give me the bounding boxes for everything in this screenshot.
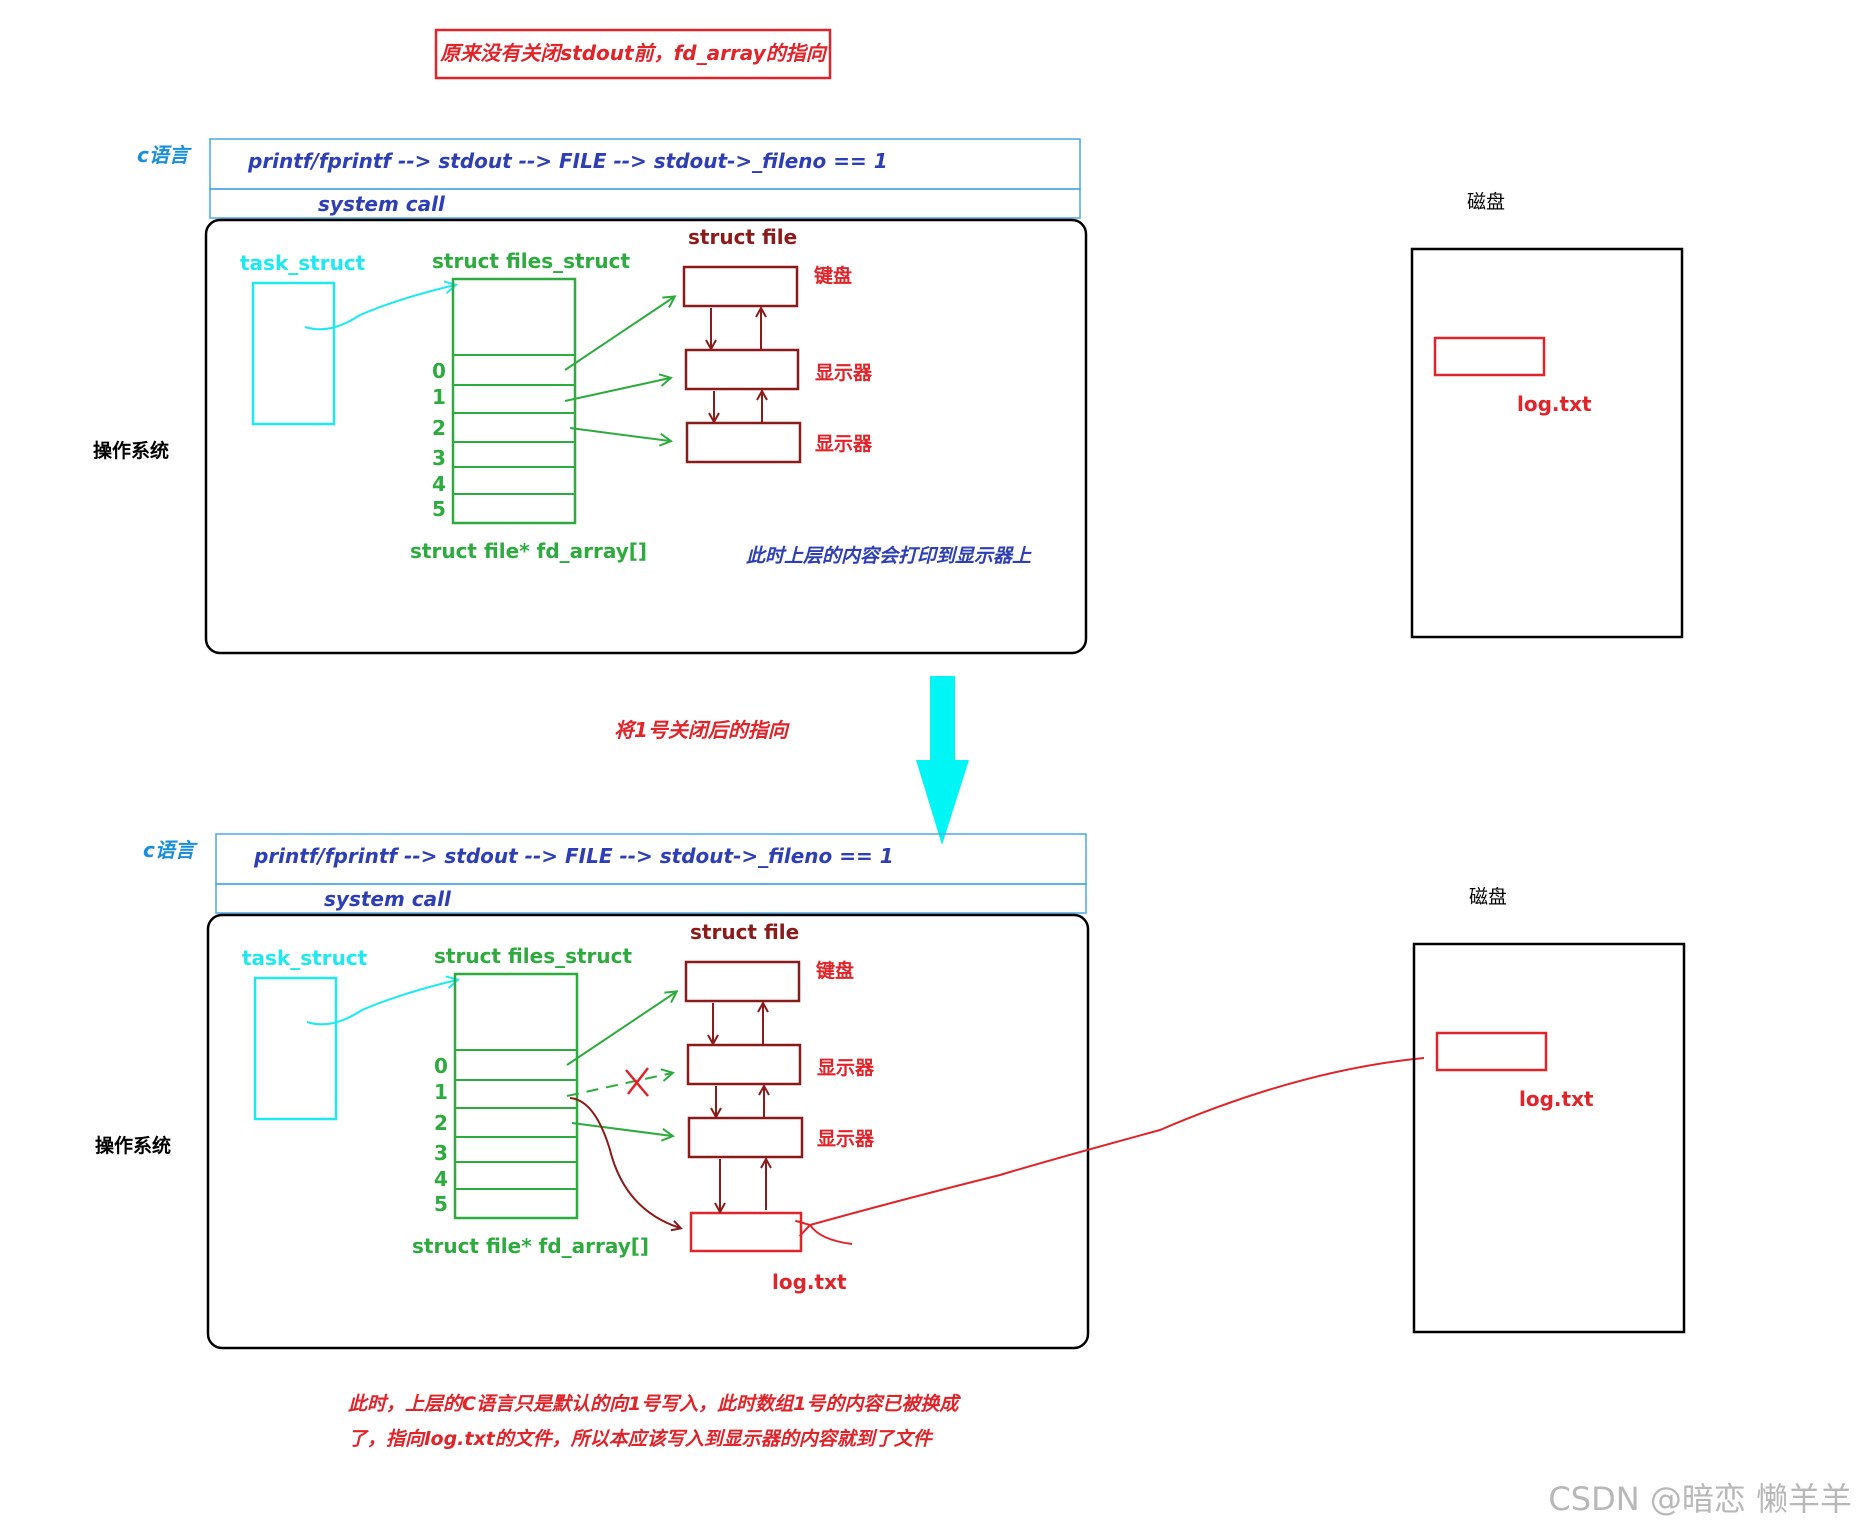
bottom-system-call: system call — [324, 887, 452, 911]
bottom-fd-index: 5 — [434, 1192, 448, 1216]
top-disk-file-box — [1433, 336, 1546, 377]
top-fd1-arrow — [564, 378, 670, 402]
bottom-diagram: c语言 printf/fprintf --> stdout --> FILE -… — [95, 833, 1686, 1350]
bottom-files-struct-label: struct files_struct — [434, 944, 633, 968]
top-disk-file-label: log.txt — [1517, 392, 1592, 416]
bottom-struct-file-chain — [684, 960, 804, 1253]
bottom-fd-indices: 0 1 2 3 4 5 — [434, 1054, 448, 1216]
bottom-disk-file-label: log.txt — [1519, 1087, 1594, 1111]
footer-note-line-1: 此时，上层的C语言只是默认的向1号写入，此时数组1号的内容已被换成 — [348, 1393, 961, 1415]
bottom-os-label: 操作系统 — [95, 1134, 171, 1157]
top-device-display: 显示器 — [815, 362, 873, 384]
top-disk-label: 磁盘 — [1467, 191, 1505, 213]
bottom-fd-index: 4 — [434, 1167, 448, 1191]
bottom-lang-label: c语言 — [143, 838, 198, 862]
top-disk-box — [1410, 247, 1684, 639]
top-file-keyboard-box — [682, 265, 799, 308]
top-struct-file-label: struct file — [688, 225, 797, 249]
bottom-file-display-box — [687, 1116, 804, 1159]
bottom-device-display: 显示器 — [817, 1128, 875, 1150]
bottom-file-keyboard-box — [684, 960, 801, 1003]
top-fd-indices: 0 1 2 3 4 5 — [432, 359, 446, 521]
bottom-fd0-arrow — [566, 992, 676, 1066]
top-struct-file-chain — [682, 265, 802, 464]
bottom-fd-index: 0 — [434, 1054, 448, 1078]
top-fd-index: 1 — [432, 385, 446, 409]
bottom-disk-file-box — [1435, 1031, 1548, 1072]
top-caption: 原来没有关闭stdout前，fd_array的指向 — [434, 28, 832, 80]
bottom-fd-array-box — [453, 972, 579, 1220]
bottom-task-struct-label: task_struct — [242, 946, 368, 970]
bottom-fd-index: 3 — [434, 1141, 448, 1165]
bottom-fd2-arrow — [571, 1122, 672, 1136]
cross-icon-stroke — [627, 1067, 649, 1095]
top-fd2-arrow — [569, 427, 670, 441]
cross-icon — [625, 1067, 649, 1097]
disk-to-logtxt-arrow-tail — [809, 1224, 853, 1245]
bottom-fd1-old-arrow-dashed — [566, 1073, 672, 1097]
bottom-fd-index: 1 — [434, 1080, 448, 1104]
top-c-call-chain: printf/fprintf --> stdout --> FILE --> s… — [247, 149, 888, 173]
bottom-disk-label: 磁盘 — [1469, 886, 1507, 908]
top-os-box — [204, 218, 1088, 655]
bottom-syscall-layer — [215, 883, 1087, 914]
bottom-fd-array-label: struct file* fd_array[] — [412, 1234, 649, 1258]
footer-note-line-2: 了，指向log.txt的文件，所以本应该写入到显示器的内容就到了文件 — [348, 1428, 934, 1450]
top-fd-index: 2 — [432, 416, 446, 440]
top-file-display-box — [685, 421, 802, 464]
top-task-struct-label: task_struct — [240, 251, 366, 275]
bottom-file-logtxt-box — [689, 1211, 803, 1253]
bottom-os-box — [206, 913, 1090, 1350]
top-task-struct-box — [251, 281, 336, 426]
top-fd-array — [451, 277, 577, 525]
bottom-struct-file-label: struct file — [690, 920, 799, 944]
top-fd-index: 5 — [432, 497, 446, 521]
bottom-fd1-new-arrow — [569, 1097, 680, 1228]
top-note: 此时上层的内容会打印到显示器上 — [746, 545, 1032, 567]
bottom-disk-box — [1412, 942, 1686, 1334]
top-lang-label: c语言 — [137, 143, 192, 167]
top-os-label: 操作系统 — [93, 439, 169, 462]
top-task-to-files-arrow — [304, 285, 455, 331]
watermark: CSDN @暗恋 懒羊羊 — [1548, 1480, 1852, 1518]
top-fd-index: 3 — [432, 446, 446, 470]
top-syscall-layer — [209, 188, 1081, 219]
top-device-display: 显示器 — [815, 433, 873, 455]
middle-caption: 将1号关闭后的指向 — [614, 718, 790, 742]
top-file-display-box — [684, 348, 800, 391]
top-device-keyboard: 键盘 — [813, 264, 852, 287]
disk-to-logtxt-arrow — [795, 1057, 1425, 1237]
top-fd-index: 0 — [432, 359, 446, 383]
top-fd-array-label: struct file* fd_array[] — [410, 539, 647, 563]
top-fd-index: 4 — [432, 472, 446, 496]
top-caption-text: 原来没有关闭stdout前，fd_array的指向 — [439, 41, 827, 65]
transition-arrow — [916, 676, 969, 845]
bottom-task-to-files-arrow — [306, 980, 457, 1026]
bottom-fd-index: 2 — [434, 1111, 448, 1135]
bottom-new-file-label: log.txt — [772, 1270, 847, 1294]
top-system-call: system call — [318, 192, 446, 216]
bottom-task-struct-box — [253, 976, 338, 1121]
bottom-device-display: 显示器 — [817, 1057, 875, 1079]
bottom-c-call-chain: printf/fprintf --> stdout --> FILE --> s… — [253, 844, 894, 868]
top-diagram: c语言 printf/fprintf --> stdout --> FILE -… — [93, 138, 1684, 655]
bottom-device-keyboard: 键盘 — [815, 959, 854, 982]
down-arrow-icon — [916, 676, 969, 845]
top-fd0-arrow — [564, 297, 674, 371]
top-files-struct-label: struct files_struct — [432, 249, 631, 273]
top-fd-array-box — [451, 277, 577, 525]
top-caption-box — [434, 28, 832, 80]
bottom-file-display-box — [686, 1043, 802, 1086]
bottom-fd-array — [453, 972, 579, 1220]
